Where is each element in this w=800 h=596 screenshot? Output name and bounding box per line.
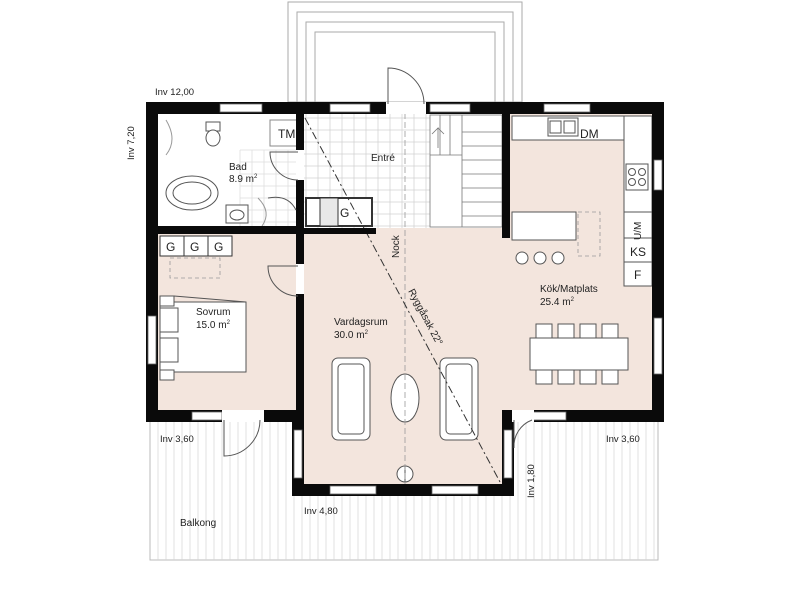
- staircase: [429, 114, 503, 228]
- windows: [147, 103, 663, 495]
- room-labels: Bad 8.9 m2 Entré Sovrum 15.0 m2 Vardagsr…: [180, 153, 598, 529]
- fixture-codes: TM DM G G G G U/M KS F: [166, 127, 646, 282]
- level-labels: Inv 12,00 Inv 7,20 Inv 3,60 Inv 3,60 Inv…: [126, 87, 640, 517]
- ks-label: KS: [630, 245, 646, 259]
- f-label: F: [634, 268, 641, 282]
- doors: [222, 67, 534, 457]
- kok-name: Kök/Matplats: [540, 284, 598, 295]
- sovrum-name: Sovrum: [196, 307, 230, 318]
- bad-area: 8.9 m2: [229, 174, 258, 185]
- entrance-porch: [287, 1, 523, 103]
- inv-720-label: Inv 7,20: [126, 126, 137, 160]
- g-wardrobe-1: G: [166, 240, 175, 254]
- bathroom-fixtures: [165, 119, 301, 227]
- wardrobes: [159, 235, 233, 257]
- entre-name: Entré: [371, 153, 395, 164]
- g-wardrobe-3: G: [214, 240, 223, 254]
- g-entre-label: G: [340, 206, 349, 220]
- tm-label: TM: [278, 127, 295, 141]
- inv-1200-label: Inv 12,00: [155, 87, 194, 98]
- inv-480-label: Inv 4,80: [304, 506, 338, 517]
- ridge-line: [304, 117, 501, 483]
- entre-g-box: [305, 197, 373, 227]
- sovrum-area: 15.0 m2: [196, 320, 231, 331]
- kok-area: 25.4 m2: [540, 297, 575, 308]
- dining-table: [529, 323, 629, 385]
- bad-name: Bad: [229, 162, 247, 173]
- g-wardrobe-2: G: [190, 240, 199, 254]
- inv-360-left-label: Inv 3,60: [160, 434, 194, 445]
- inv-360-right-label: Inv 3,60: [606, 434, 640, 445]
- balkong-name: Balkong: [180, 518, 216, 529]
- dm-label: DM: [580, 127, 599, 141]
- um-label: U/M: [633, 222, 644, 240]
- double-bed: [159, 295, 247, 381]
- vardagsrum-area: 30.0 m2: [334, 330, 369, 341]
- inv-180-label: Inv 1,80: [526, 464, 537, 498]
- vardagsrum-name: Vardagsrum: [334, 317, 388, 328]
- nock-label: Nock: [391, 234, 402, 258]
